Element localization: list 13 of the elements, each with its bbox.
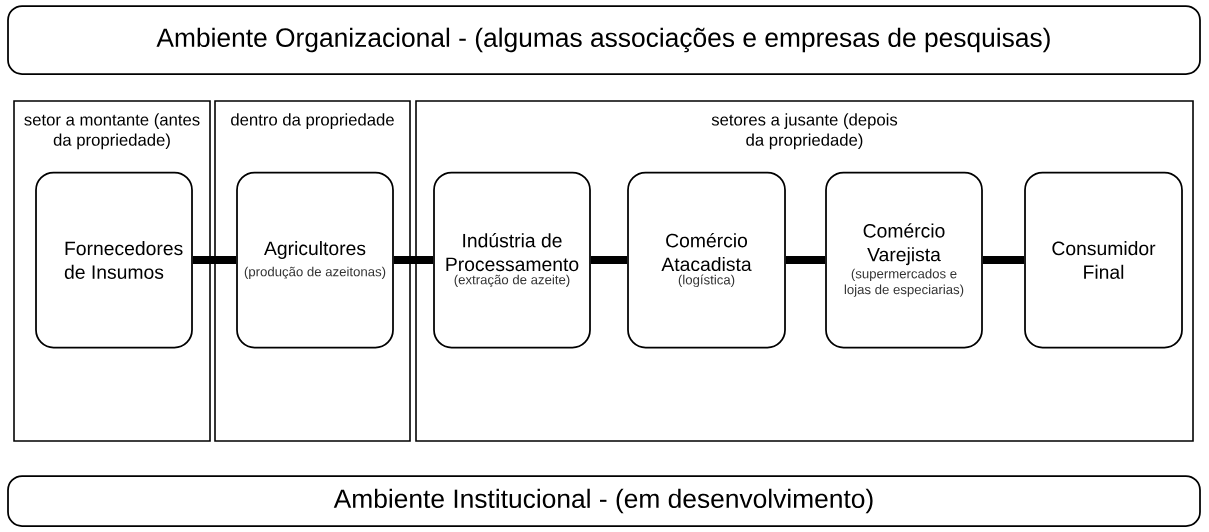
- connector-line: [393, 256, 434, 264]
- connector-line: [590, 256, 628, 264]
- stage-box: Comércio Varejista (supermercados e lojas de especiarias): [825, 171, 983, 349]
- stage-box: Indústria de Processamento (extração de azeite): [433, 171, 591, 349]
- connector-line: [785, 256, 826, 264]
- connector-line: [982, 256, 1025, 264]
- connector-line: [192, 256, 237, 264]
- stage-box: Comércio Atacadista (logística): [627, 171, 786, 349]
- stage-box: Fornecedores de Insumos: [35, 171, 193, 349]
- stage-box: Agricultores (produção de azeitonas): [236, 171, 394, 349]
- banner-box: Ambiente Institucional - (em desenvolvimento): [7, 475, 1201, 527]
- stage-box: Consumidor Final: [1024, 171, 1183, 349]
- banner-box: Ambiente Organizacional - (algumas associações e empresas de pesquisas): [7, 5, 1201, 75]
